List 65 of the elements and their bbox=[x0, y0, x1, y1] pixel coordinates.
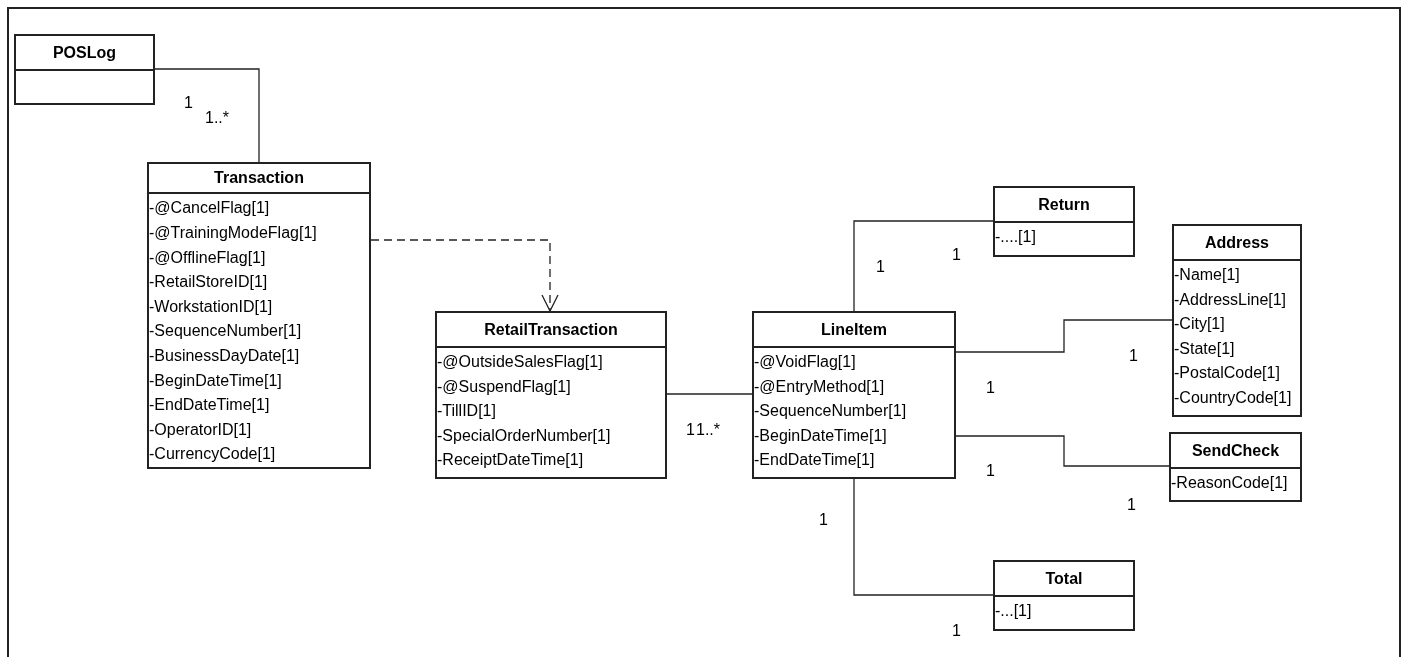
multiplicity-label: 1 bbox=[819, 511, 828, 529]
association-line bbox=[154, 68, 260, 163]
multiplicity-label: 1..* bbox=[696, 421, 720, 439]
attribute-text: -@OutsideSalesFlag[1] bbox=[437, 352, 603, 372]
class-box bbox=[1172, 224, 1302, 417]
attribute-text: -@EntryMethod[1] bbox=[754, 376, 885, 397]
class-name: RetailTransaction bbox=[484, 320, 618, 339]
association-line bbox=[853, 478, 994, 596]
attribute-text: -RetailStoreID[1] bbox=[149, 272, 268, 293]
class-box bbox=[993, 560, 1135, 631]
attribute-text: -SpecialOrderNumber[1] bbox=[437, 425, 611, 446]
attribute-text: -...[1] bbox=[995, 601, 1032, 621]
class-name: Total bbox=[1045, 569, 1083, 588]
attribute-text: -@SuspendFlag[1] bbox=[437, 376, 571, 397]
attribute-text: -@TrainingModeFlag[1] bbox=[149, 223, 317, 244]
class-box bbox=[752, 311, 956, 479]
multiplicity-label: 1 bbox=[184, 94, 193, 112]
attribute-text: -PostalCode[1] bbox=[1174, 363, 1280, 384]
attribute-text: -SequenceNumber[1] bbox=[754, 401, 907, 422]
association-line bbox=[853, 220, 994, 312]
attribute-text: -CurrencyCode[1] bbox=[149, 444, 276, 465]
attribute-text: -@CancelFlag[1] bbox=[149, 198, 270, 219]
attribute-text: -EndDateTime[1] bbox=[754, 450, 875, 471]
class-name: POSLog bbox=[52, 43, 117, 62]
attribute-text: -WorkstationID[1] bbox=[149, 296, 273, 317]
multiplicity-label: 1 bbox=[1127, 496, 1136, 514]
multiplicity-label: 1 bbox=[876, 258, 885, 276]
class-box bbox=[1169, 432, 1302, 502]
class-box bbox=[14, 34, 155, 105]
multiplicity-label: 1 bbox=[686, 421, 695, 439]
association-line bbox=[955, 435, 1170, 467]
class-name: SendCheck bbox=[1191, 441, 1280, 460]
multiplicity-label: 1 bbox=[986, 462, 995, 480]
attribute-text: -OperatorID[1] bbox=[149, 419, 252, 440]
attribute-text: -BusinessDayDate[1] bbox=[149, 346, 300, 367]
attribute-text: -State[1] bbox=[1174, 338, 1235, 359]
dependency-arrow bbox=[370, 239, 559, 312]
attribute-text: -SequenceNumber[1] bbox=[149, 321, 302, 342]
class-name: Address bbox=[1205, 233, 1269, 252]
class-box bbox=[993, 186, 1135, 257]
attribute-text: -@OfflineFlag[1] bbox=[149, 247, 266, 268]
attribute-text: -CountryCode[1] bbox=[1174, 387, 1292, 408]
class-name: Return bbox=[1038, 195, 1090, 214]
attribute-text: -TillID[1] bbox=[437, 401, 496, 422]
association-line bbox=[666, 393, 753, 395]
attribute-text: -Name[1] bbox=[1174, 265, 1240, 285]
attribute-text: -ReasonCode[1] bbox=[1171, 473, 1288, 493]
attribute-text: -AddressLine[1] bbox=[1174, 289, 1287, 310]
attribute-text: -BeginDateTime[1] bbox=[149, 370, 282, 391]
multiplicity-label: 1..* bbox=[205, 109, 229, 127]
multiplicity-label: 1 bbox=[952, 622, 961, 640]
class-name: Transaction bbox=[214, 169, 304, 188]
association-line bbox=[955, 319, 1173, 353]
multiplicity-label: 1 bbox=[986, 379, 995, 397]
attribute-text: -BeginDateTime[1] bbox=[754, 425, 887, 446]
class-box bbox=[147, 162, 371, 469]
attribute-text: -ReceiptDateTime[1] bbox=[437, 450, 584, 471]
multiplicity-label: 1 bbox=[952, 246, 961, 264]
multiplicity-label: 1 bbox=[1129, 347, 1138, 365]
class-box bbox=[435, 311, 667, 479]
attribute-text: -EndDateTime[1] bbox=[149, 395, 270, 416]
attribute-text: -City[1] bbox=[1174, 314, 1225, 335]
attribute-text: -@VoidFlag[1] bbox=[754, 352, 856, 372]
class-name: LineItem bbox=[821, 320, 887, 339]
attribute-text: -....[1] bbox=[995, 227, 1036, 247]
